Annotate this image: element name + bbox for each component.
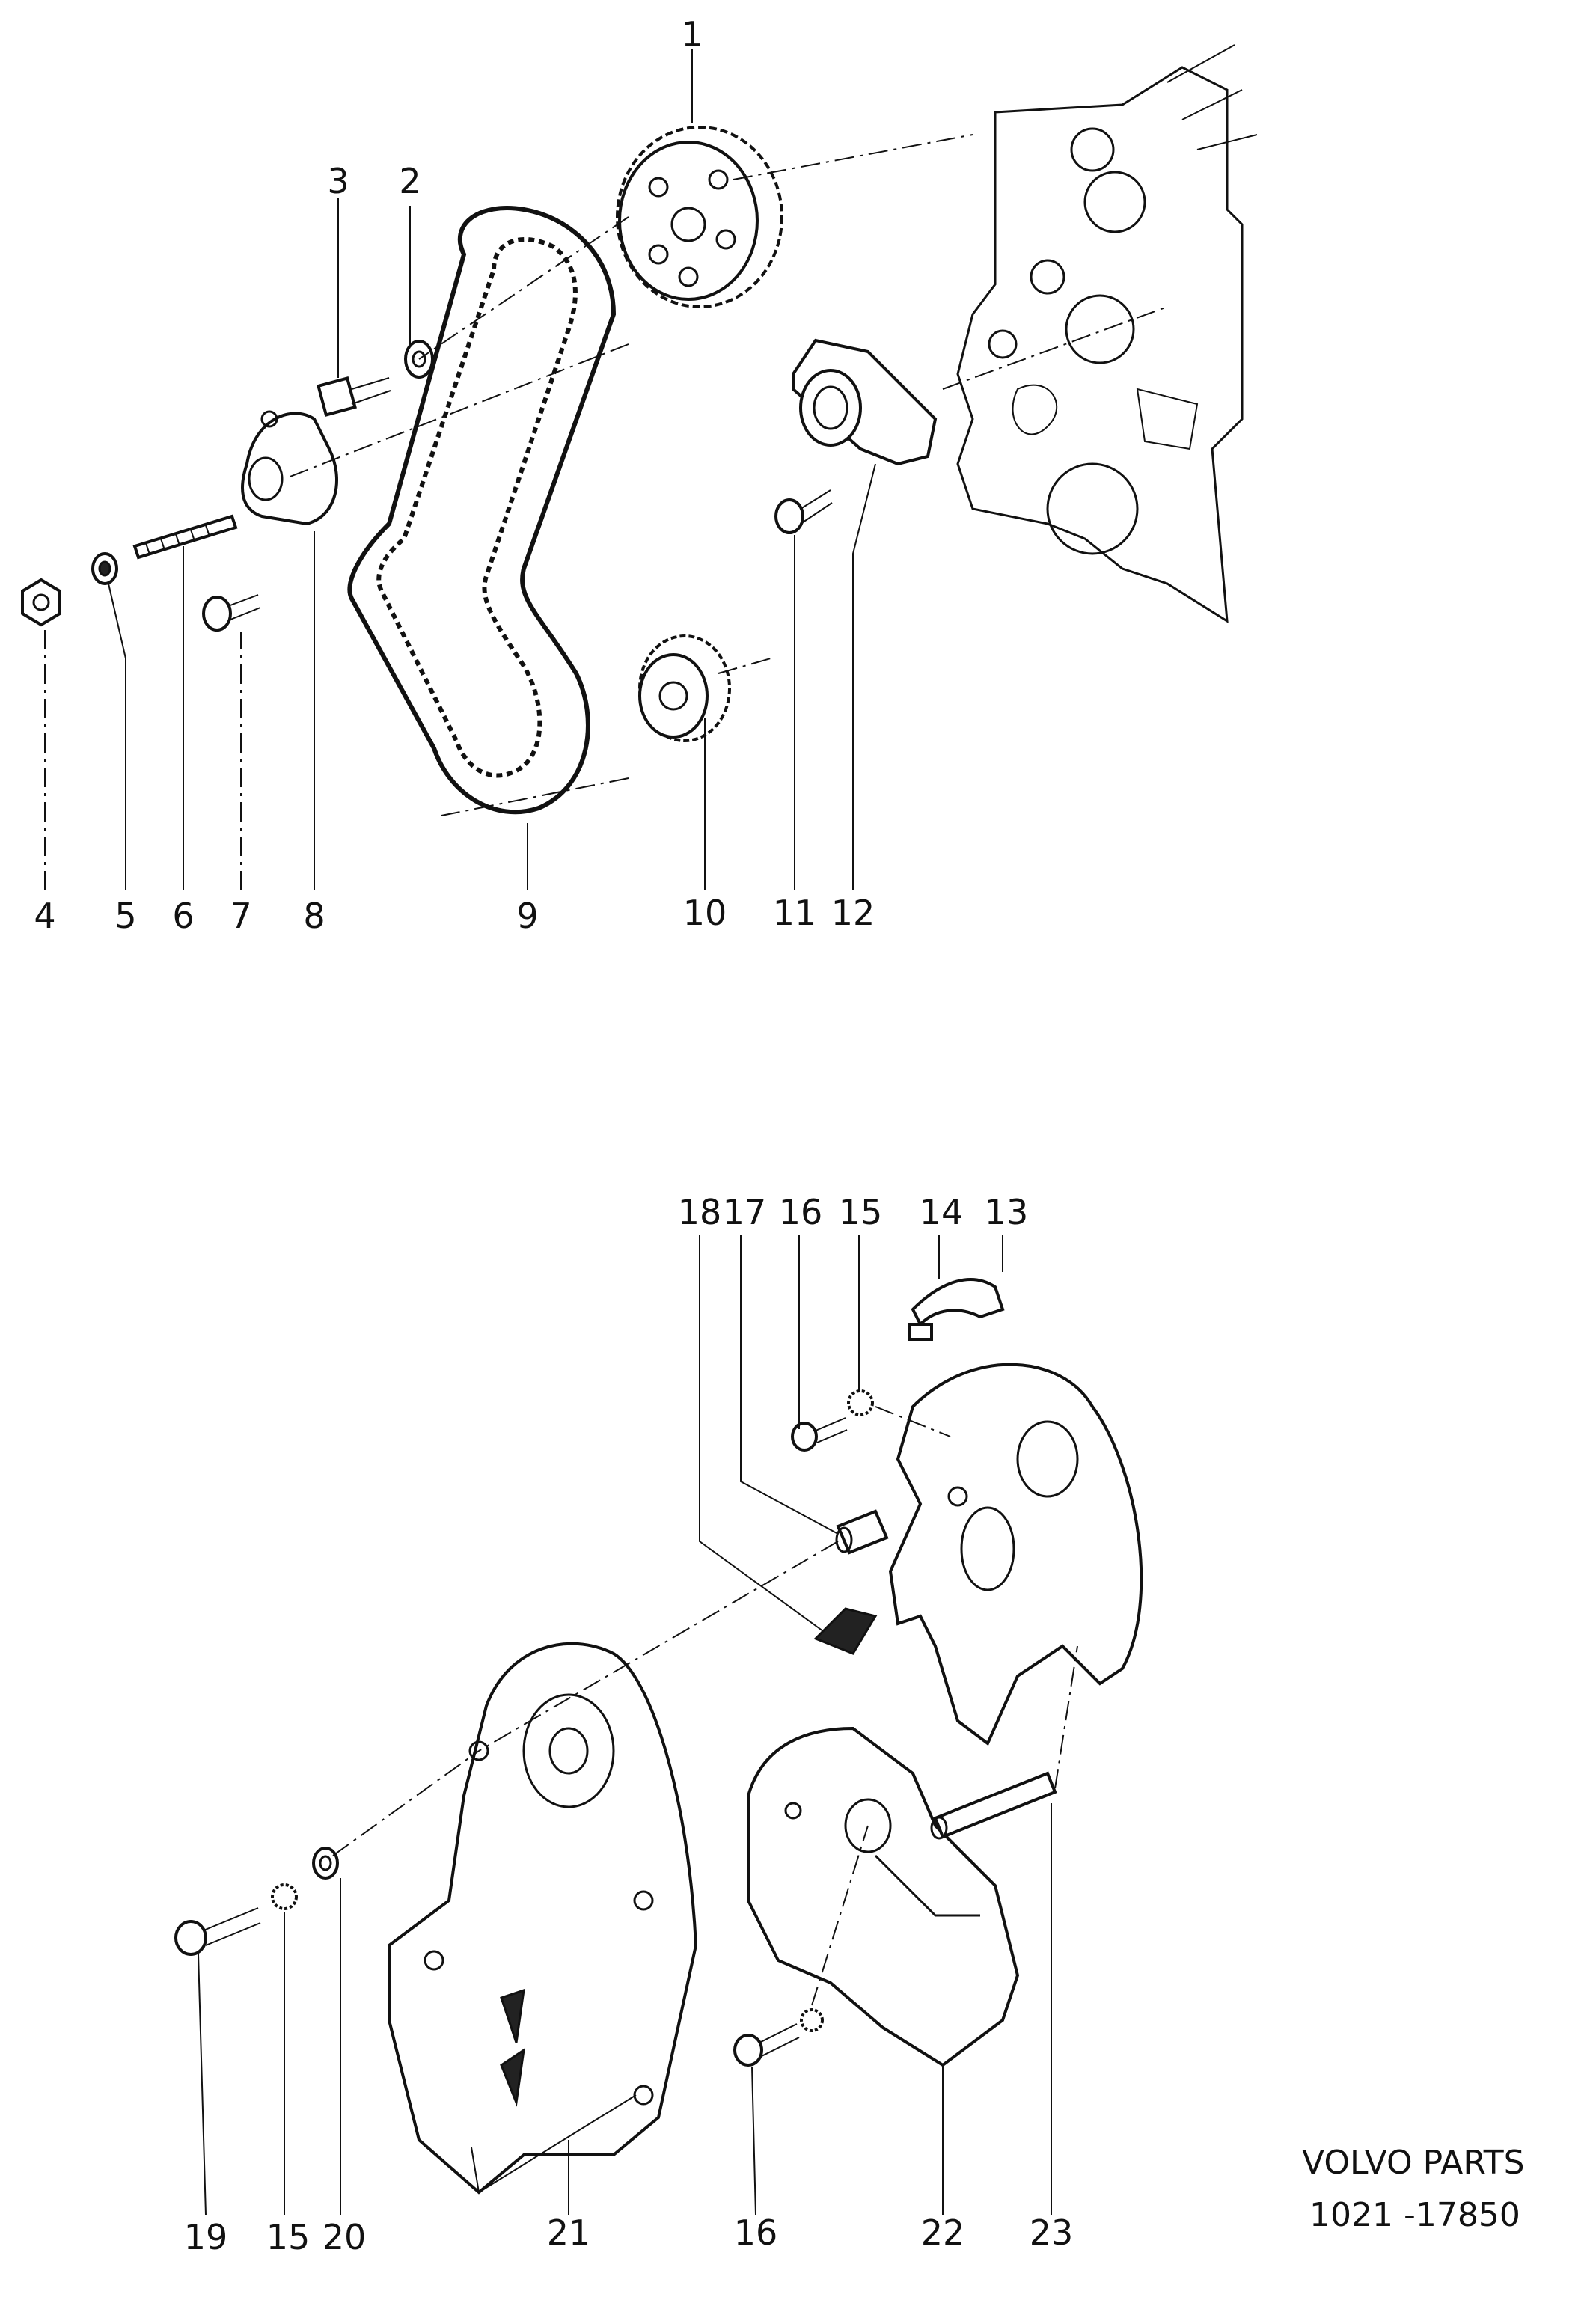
- bolt-7: [202, 594, 261, 632]
- callout-16-top: 16: [779, 1192, 823, 1232]
- stud-23: [930, 1771, 1057, 1840]
- callout-3: 3: [327, 161, 349, 201]
- tensioner-pulley: [241, 410, 338, 526]
- callout-11: 11: [773, 893, 817, 933]
- timing-belt: [347, 206, 617, 815]
- callout-6: 6: [172, 896, 194, 936]
- callout-13: 13: [985, 1192, 1029, 1232]
- callout-10: 10: [683, 893, 727, 933]
- washer-20: [312, 1847, 339, 1880]
- callout-labels: 1 2 3 4 5 6 7 8 9 10 11 12 13 14 15 16 1…: [34, 14, 1073, 2257]
- spacer-17: [835, 1509, 889, 1555]
- callout-5: 5: [114, 896, 136, 936]
- bolt-3: [317, 376, 391, 417]
- washer-15-lower: [271, 1883, 298, 1910]
- callout-14: 14: [920, 1192, 964, 1232]
- front-upper-timing-cover: [388, 1642, 698, 2195]
- stud-6: [132, 514, 238, 560]
- callout-12: 12: [831, 893, 875, 933]
- bolt-19: [174, 1907, 261, 1956]
- callout-21: 21: [547, 2213, 591, 2253]
- callout-9: 9: [516, 896, 538, 936]
- callout-18: 18: [678, 1192, 722, 1232]
- callout-20: 20: [322, 2217, 367, 2257]
- bolt-16-upper: [791, 1417, 848, 1452]
- callout-4: 4: [34, 896, 55, 936]
- washer-5: [91, 552, 118, 585]
- bolt-16-lower: [733, 2023, 800, 2067]
- callout-16-bottom: 16: [734, 2213, 778, 2253]
- callout-22: 22: [921, 2213, 965, 2253]
- callout-19: 19: [184, 2217, 228, 2257]
- engine-block: [956, 44, 1258, 623]
- idler-pulley-bracket: [792, 338, 938, 466]
- callout-7: 7: [230, 896, 251, 936]
- front-lower-timing-cover: [747, 1726, 1020, 2067]
- grommet-18: [813, 1607, 878, 1655]
- callout-15-top: 15: [839, 1192, 883, 1232]
- crankshaft-sprocket: [638, 634, 731, 742]
- callout-2: 2: [399, 161, 421, 201]
- footer-stamp: VOLVO PARTS 1021 -17850: [1302, 2144, 1525, 2234]
- washer-15-center: [800, 2008, 824, 2032]
- nut-4: [21, 578, 61, 627]
- camshaft-sprocket: [616, 126, 783, 308]
- washer-15-upper: [847, 1389, 874, 1416]
- callout-8: 8: [303, 896, 325, 936]
- bolt-11: [774, 489, 833, 534]
- clip-14: [908, 1278, 1005, 1341]
- callout-23: 23: [1030, 2213, 1074, 2253]
- callout-1: 1: [681, 14, 703, 55]
- callout-15-bottom: 15: [266, 2217, 311, 2257]
- callout-17: 17: [723, 1192, 767, 1232]
- rear-timing-cover: [888, 1363, 1143, 1746]
- footer-code: 1021 -17850: [1309, 2196, 1520, 2234]
- footer-brand: VOLVO PARTS: [1302, 2144, 1525, 2182]
